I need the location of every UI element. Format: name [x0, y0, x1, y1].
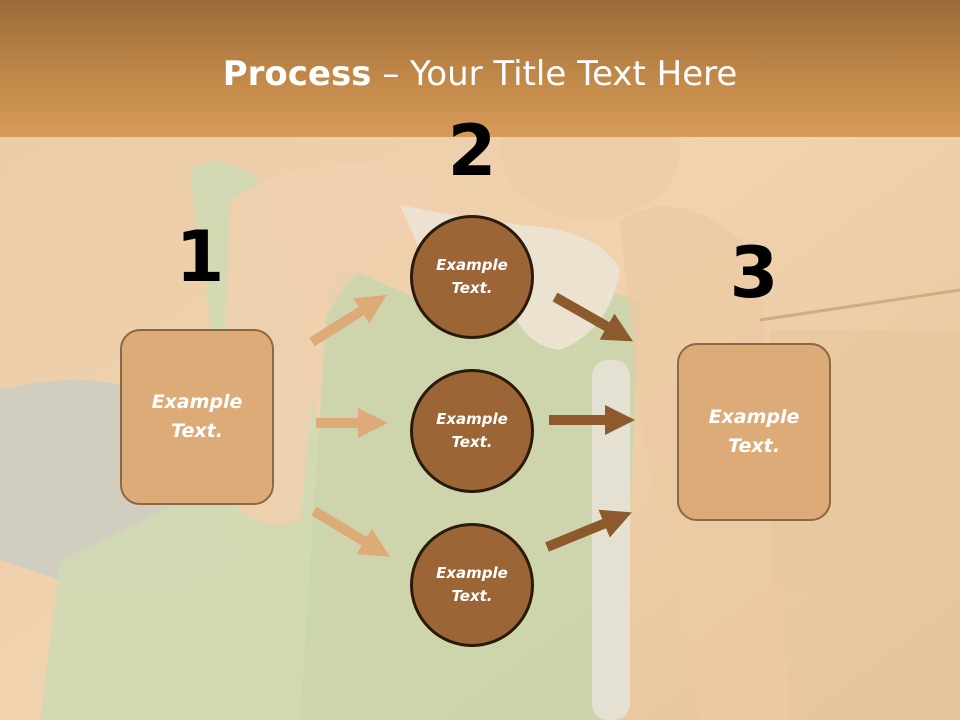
circle-top-text: Example Text. [436, 256, 508, 297]
arrow-left-to-top [309, 295, 387, 347]
arrow-bottom-to-right [545, 509, 632, 552]
step-number-2: 2 [447, 110, 497, 192]
left-text-box: Example Text. [120, 329, 274, 505]
left-box-text: Example Text. [151, 391, 243, 442]
right-text-box: Example Text. [677, 343, 831, 521]
right-box-text: Example Text. [708, 406, 800, 457]
circle-bottom-text: Example Text. [436, 564, 508, 605]
arrow-top-to-right [552, 292, 634, 342]
step-number-3: 3 [729, 232, 779, 314]
title-bold: Process [222, 54, 372, 94]
title-bar [0, 0, 960, 137]
circle-middle-text: Example Text. [436, 410, 508, 451]
circle-middle: Example Text. [410, 369, 534, 493]
title-rest: – Your Title Text Here [371, 54, 738, 94]
circle-bottom: Example Text. [410, 523, 534, 647]
step-number-1: 1 [175, 216, 225, 298]
circle-top: Example Text. [410, 215, 534, 339]
arrow-left-to-bottom [311, 506, 390, 557]
slide-title: Process – Your Title Text Here [0, 52, 960, 96]
